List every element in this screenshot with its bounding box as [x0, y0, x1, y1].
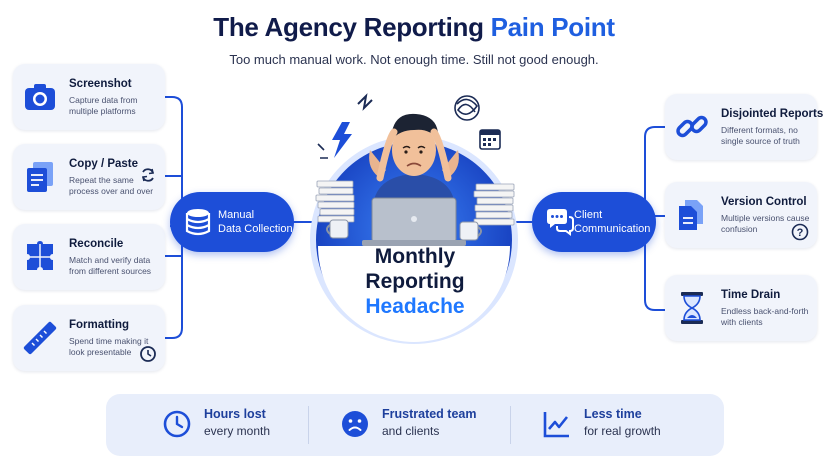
trend-chart-icon [543, 412, 569, 438]
center-title: Monthly Reporting Headache [330, 244, 500, 319]
coffee-mug-left-icon [326, 219, 349, 239]
card-title: Copy / Paste [69, 158, 139, 170]
card-title: Disjointed Reports [721, 108, 824, 120]
stat-frustrated-team: Frustrated team and clients [340, 394, 500, 456]
hub-label-line2: Communication [574, 223, 651, 235]
stat-divider [510, 406, 511, 444]
card-reconcile: Reconcile Match and verify data from dif… [13, 224, 165, 290]
center-title-line1: Monthly [374, 245, 456, 268]
card-desc: Spend time making it look presentable [69, 336, 149, 357]
stat-line2: and clients [382, 424, 440, 438]
calendar-icon [479, 129, 501, 150]
svg-text:?: ? [797, 227, 804, 239]
card-desc: Match and verify data from different sou… [69, 255, 152, 276]
card-disjointed-reports: Disjointed Reports Different formats, no… [665, 94, 823, 160]
stat-line1: Less time [584, 407, 642, 421]
files-icon [679, 200, 703, 230]
stat-hours-lost: Hours lost every month [162, 394, 312, 456]
laptop-icon [362, 197, 466, 246]
title-highlight: Pain Point [490, 12, 615, 42]
hourglass-icon [681, 292, 703, 324]
hub-label-line2: Data Collection [218, 223, 293, 235]
frown-face-icon [342, 411, 368, 437]
card-time-drain: Time Drain Endless back-and-forth with c… [665, 275, 817, 341]
card-copy-paste: Copy / Paste Repeat the same process ove… [13, 144, 165, 210]
refresh-icon [142, 168, 154, 182]
title-main: The Agency Reporting [213, 12, 491, 42]
card-desc: Endless back-and-forth with clients [721, 306, 809, 327]
camera-icon [25, 84, 55, 110]
stat-line2: every month [204, 424, 271, 438]
broken-link-icon [676, 115, 708, 138]
center-lower-panel [318, 246, 510, 342]
card-desc: Capture data from multiple platforms [69, 95, 138, 116]
page-subtitle: Too much manual work. Not enough time. S… [229, 52, 599, 67]
documents-icon [27, 162, 53, 192]
card-title: Time Drain [721, 289, 781, 301]
stat-less-time: Less time for real growth [542, 394, 702, 456]
card-screenshot: Screenshot Capture data from multiple pl… [13, 64, 165, 130]
hub-label-line1: Client [574, 209, 603, 221]
page-title: The Agency Reporting Pain Point [0, 12, 828, 43]
bottom-stats-bar: Hours lost every month Frustrated team a… [106, 394, 724, 456]
puzzle-icon [27, 241, 53, 270]
card-title: Formatting [69, 319, 130, 331]
hub-label-line1: Manual [218, 209, 255, 221]
coffee-mug-right-icon [459, 221, 482, 241]
stat-line2: for real growth [584, 424, 661, 438]
clock-icon [163, 410, 191, 438]
center-title-line2: Reporting [365, 270, 465, 293]
card-title: Reconcile [69, 238, 124, 250]
chat-bubbles-icon [547, 209, 574, 236]
stat-divider [308, 406, 309, 444]
card-version-control: Version Control Multiple versions cause … [665, 182, 817, 248]
card-desc: Repeat the same process over and over [69, 175, 154, 196]
clock-small-icon [140, 346, 156, 362]
paper-stack-right [473, 183, 515, 226]
lightning-bolt-icon [332, 122, 352, 158]
stat-line1: Hours lost [204, 407, 266, 421]
center-title-line3: Headache [365, 295, 465, 318]
database-icon [185, 209, 211, 236]
paper-stack-left [315, 180, 355, 223]
card-title: Version Control [721, 196, 807, 208]
card-desc: Different formats, no single source of t… [721, 125, 800, 146]
ruler-icon [23, 321, 57, 355]
card-title: Screenshot [69, 78, 132, 90]
card-desc: Multiple versions cause confusion [721, 213, 810, 234]
stat-line1: Frustrated team [382, 407, 477, 421]
stress-marks-icon [317, 143, 328, 159]
question-icon: ? [791, 223, 809, 241]
zigzag-lines-icon [357, 93, 373, 111]
card-formatting: Formatting Spend time making it look pre… [13, 305, 165, 371]
tangled-thought-icon [454, 95, 480, 121]
